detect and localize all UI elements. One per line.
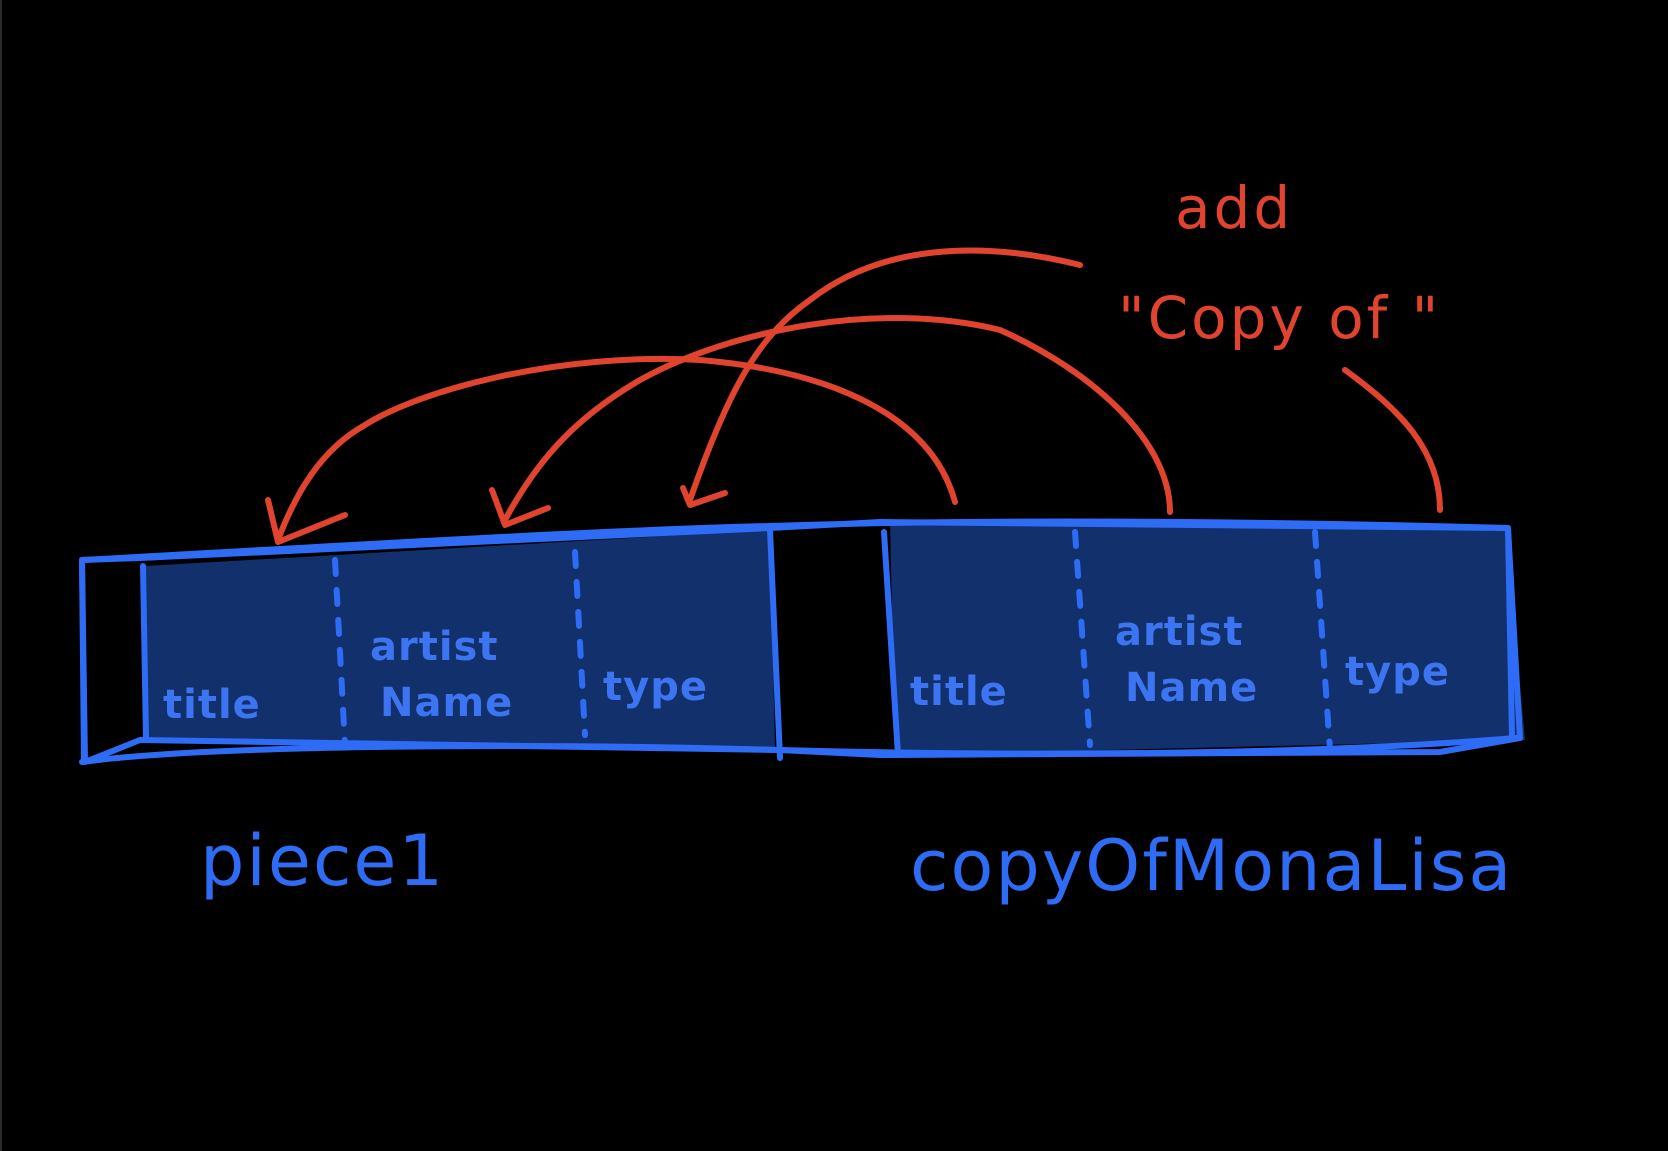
copy-field-artist-line2: Name bbox=[1125, 665, 1258, 711]
piece1-field-artist-line1: artist bbox=[370, 624, 498, 670]
arrow-artist bbox=[502, 315, 1173, 523]
piece1-label: piece1 bbox=[200, 820, 445, 902]
piece1-field-title: title bbox=[163, 682, 261, 728]
annotation-add: add bbox=[1175, 174, 1293, 242]
piece1-dash-2 bbox=[572, 549, 588, 738]
copy-dash-1 bbox=[1072, 529, 1093, 748]
copy-start-divider bbox=[881, 529, 901, 758]
arrow-title-head bbox=[265, 497, 348, 545]
copy-field-artist-line1: artist bbox=[1115, 609, 1243, 655]
piece1-dash-1 bbox=[332, 557, 348, 748]
piece1-end-divider bbox=[767, 527, 783, 761]
arrow-copy-of-hook bbox=[1342, 367, 1443, 513]
left-cell-divider bbox=[79, 557, 87, 765]
piece1-field-artist-name: artist Name bbox=[370, 624, 513, 726]
arrow-type bbox=[687, 247, 1083, 503]
strip-top-edge bbox=[79, 518, 1511, 563]
arrow-title bbox=[275, 355, 958, 543]
piece1-field-artist-line2: Name bbox=[380, 680, 513, 726]
copy-block-fill bbox=[890, 520, 1525, 755]
copy-arrows bbox=[265, 247, 1443, 545]
copy-field-type: type bbox=[1345, 649, 1450, 695]
copy-field-title: title bbox=[910, 669, 1008, 715]
right-end-divider bbox=[1505, 525, 1523, 741]
copy-label: copyOfMonaLisa bbox=[910, 825, 1513, 907]
arrow-artist-head bbox=[489, 487, 551, 528]
copy-dash-2 bbox=[1312, 529, 1333, 753]
piece1-block-fill bbox=[145, 530, 775, 748]
annotation-copy-of: "Copy of " bbox=[1118, 284, 1441, 352]
copy-field-artist-name: artist Name bbox=[1115, 609, 1258, 711]
piece1-field-type: type bbox=[603, 664, 708, 710]
arrow-type-head bbox=[680, 485, 728, 508]
piece1-start-divider bbox=[140, 563, 149, 741]
